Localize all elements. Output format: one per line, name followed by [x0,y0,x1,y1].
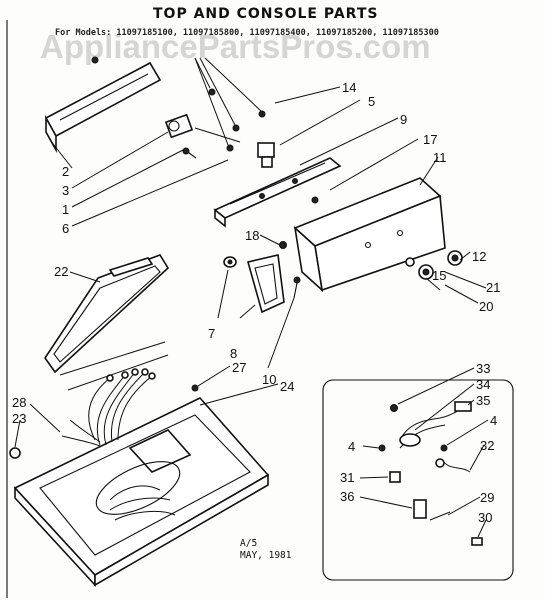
callout-6: 6 [62,221,69,236]
part-15-knob [405,257,434,280]
watermark: AppliancePartsPros.com [40,28,431,65]
leader-lines [14,86,489,538]
callout-31: 31 [340,470,354,485]
callout-2: 2 [62,164,69,179]
callout-22: 22 [54,264,68,279]
callout-23: 23 [12,411,26,426]
callout-21: 21 [486,280,500,295]
lid-hinge-lines [59,341,169,391]
callout-27: 27 [232,360,246,375]
part-8-bracket [247,254,285,314]
part-7-knob [223,256,237,268]
screw-group-top [194,57,266,152]
callout-4a: 4 [348,439,355,454]
part-1-screw [182,147,197,159]
page-title: TOP AND CONSOLE PARTS [153,6,378,22]
callout-10: 10 [262,372,276,387]
callout-29: 29 [480,490,494,505]
part-3-timer [164,113,241,143]
callout-36: 36 [340,489,354,504]
part-28-wire-harness [61,368,176,521]
callout-17: 17 [423,132,437,147]
callout-5: 5 [368,94,375,109]
callout-24: 24 [280,379,294,394]
callout-33: 33 [476,361,490,376]
part-23-bumper [9,447,21,459]
part-22-lid [44,254,170,374]
callout-7: 7 [208,326,215,341]
part-11-console [293,177,446,293]
inset-box [322,379,514,581]
callout-14: 14 [342,80,356,95]
callout-8: 8 [230,346,237,361]
callout-9: 9 [400,112,407,127]
callout-15: 15 [432,268,446,283]
part-2-rear-panel [44,56,162,154]
callout-18: 18 [245,228,259,243]
part-18-screw [279,241,287,249]
callout-32: 32 [480,438,494,453]
callout-20: 20 [479,299,493,314]
callout-35: 35 [476,393,490,408]
callout-28: 28 [12,395,26,410]
models-line: For Models: 11097185100, 11097185800, 11… [55,28,439,38]
part-12-knob [447,250,463,266]
part-27-screw [191,384,199,392]
callout-30: 30 [478,510,492,525]
callout-34: 34 [476,377,490,392]
callout-12: 12 [472,249,486,264]
callout-3: 3 [62,183,69,198]
part-6-bracket [213,157,342,228]
footer-line-2: MAY, 1981 [240,550,292,561]
part-24-cabinet-top [13,397,270,588]
part-5-clip [257,142,275,168]
callout-1: 1 [62,202,69,217]
callout-11: 11 [433,150,447,165]
part-10-screw [293,276,301,299]
callout-labels: 14 5 9 17 11 2 3 1 6 18 12 15 21 20 22 7… [12,80,500,525]
callout-4b: 4 [490,413,497,428]
footer-line-1: A/5 [240,538,257,549]
